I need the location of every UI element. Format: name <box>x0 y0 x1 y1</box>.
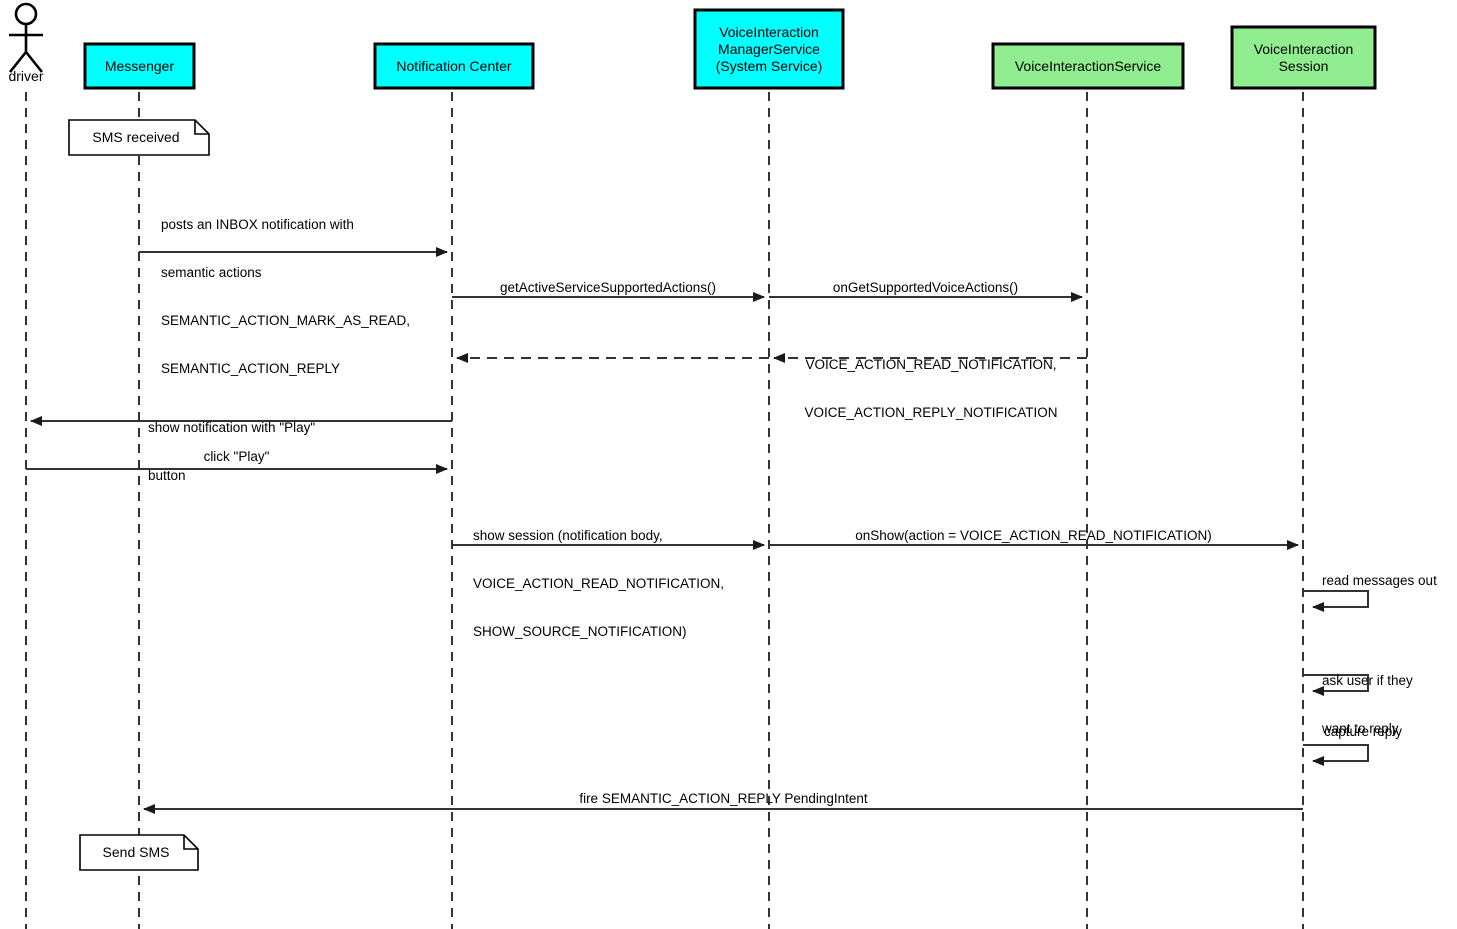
self-loop-capture-reply <box>1303 744 1369 766</box>
participant-label-notification-center[interactable]: Notification Center <box>396 57 512 74</box>
participant-label-messenger[interactable]: Messenger <box>104 57 175 74</box>
vims-line-3: (System Service) <box>715 57 823 74</box>
participant-box-voice-interaction-manager-service <box>693 8 845 90</box>
participant-box-voice-interaction-session <box>1230 25 1377 90</box>
participant-label-voice-interaction-service[interactable]: VoiceInteractionService <box>1014 57 1162 74</box>
vims-line-1: VoiceInteraction <box>719 23 819 40</box>
participant-box-messenger <box>83 42 196 90</box>
self-loop-read-messages-out <box>1303 590 1369 612</box>
note-sms-received-label: SMS received <box>92 129 180 145</box>
actor-driver-figure <box>8 2 44 73</box>
participant-label-voice-interaction-manager-service[interactable]: VoiceInteraction ManagerService (System … <box>695 10 843 88</box>
participant-label-voice-interaction-session[interactable]: VoiceInteraction Session <box>1232 27 1375 88</box>
actor-driver-label: driver <box>8 68 44 84</box>
note-send-sms-label: Send SMS <box>102 844 170 860</box>
vis-line-1: VoiceInteraction <box>1253 40 1354 57</box>
note-send-sms-shape <box>79 834 199 871</box>
participant-box-voice-interaction-service <box>991 42 1185 90</box>
vims-line-2: ManagerService <box>718 40 820 57</box>
vis-line-2: Session <box>1278 57 1329 74</box>
self-loop-ask-user-reply <box>1303 674 1369 696</box>
note-sms-received-shape <box>68 119 210 156</box>
participant-box-notification-center <box>373 42 535 90</box>
